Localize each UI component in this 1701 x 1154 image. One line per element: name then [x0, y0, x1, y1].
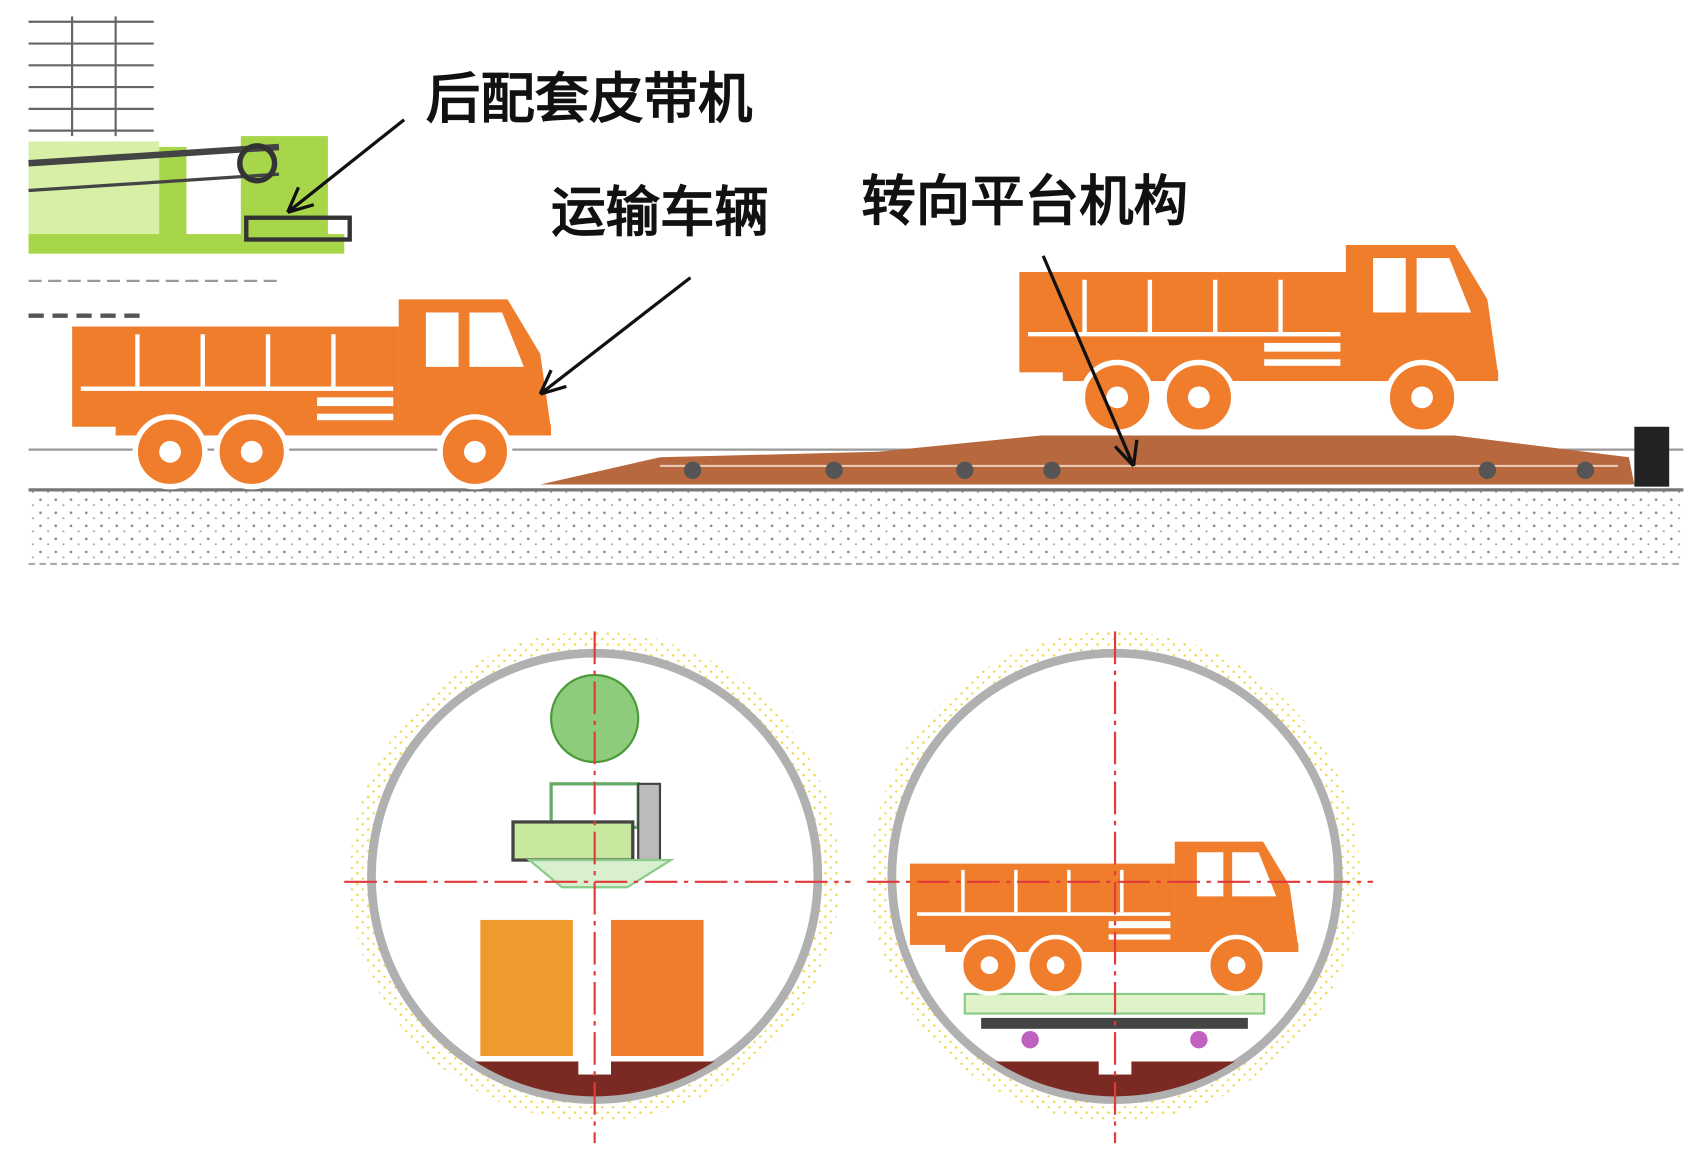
- cross-section-truck: [866, 631, 1374, 1144]
- label-turntable-mechanism: 转向平台机构: [861, 169, 1188, 233]
- backup-conveyor: [28, 16, 352, 318]
- vehicle-arrow: [538, 276, 692, 396]
- control-cabinet: [1634, 426, 1670, 487]
- turntable-platform: [540, 426, 1670, 487]
- cross-section-conveyor: [344, 631, 851, 1144]
- dump-truck-on-turntable: [1019, 245, 1498, 432]
- label-transport-vehicle: 运输车辆: [551, 180, 769, 244]
- turntable-arrow: [1041, 255, 1139, 468]
- label-backup-conveyor: 后配套皮带机: [426, 67, 753, 131]
- dump-truck-on-track: [72, 299, 551, 486]
- conveyor-arrow: [286, 118, 406, 214]
